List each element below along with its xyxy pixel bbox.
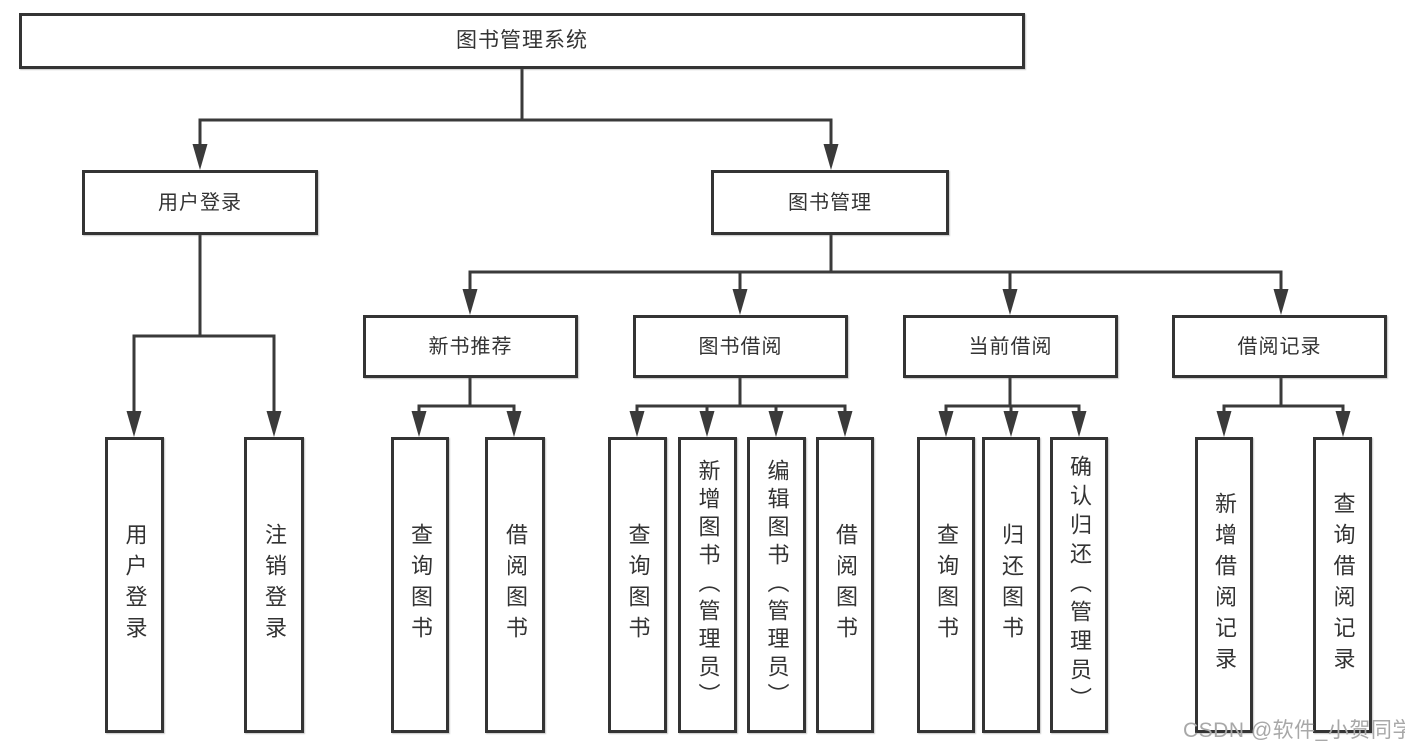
connector-root [192, 67, 839, 170]
leaf-query-books-1: 查询图书 [391, 437, 449, 733]
leaf-add-book-admin: 新增图书（管理员） [678, 437, 737, 733]
leaf-confirm-return-admin: 确认归还（管理员） [1050, 437, 1108, 733]
leaf-borrow-books-1: 借阅图书 [485, 437, 545, 733]
leaf-query-books-2: 查询图书 [608, 437, 667, 733]
node-new-book-recommend: 新书推荐 [363, 315, 578, 378]
leaf-query-books-3: 查询图书 [917, 437, 975, 733]
watermark: CSDN @软件_小贺同学 [1183, 719, 1405, 742]
leaf-add-borrow-record: 新增借阅记录 [1195, 437, 1253, 733]
leaf-edit-book-admin: 编辑图书（管理员） [747, 437, 806, 733]
leaf-borrow-books-2: 借阅图书 [816, 437, 874, 733]
leaf-query-borrow-record: 查询借阅记录 [1313, 437, 1372, 733]
node-book-borrowing: 图书借阅 [633, 315, 848, 378]
leaf-user-login: 用户登录 [105, 437, 164, 733]
node-current-borrowing: 当前借阅 [903, 315, 1118, 378]
node-borrowing-records: 借阅记录 [1172, 315, 1387, 378]
connector-borrowing-records [1216, 376, 1351, 437]
connector-book-management [462, 233, 1289, 315]
node-root: 图书管理系统 [19, 13, 1025, 69]
connector-current-borrowing [938, 376, 1087, 437]
connector-user-login [126, 233, 282, 437]
leaf-logout-login: 注销登录 [244, 437, 304, 733]
connector-book-borrowing [629, 376, 853, 437]
leaf-return-books: 归还图书 [982, 437, 1040, 733]
connector-new-book-recommend [411, 376, 522, 437]
node-user-login: 用户登录 [82, 170, 318, 235]
node-book-management: 图书管理 [711, 170, 949, 235]
